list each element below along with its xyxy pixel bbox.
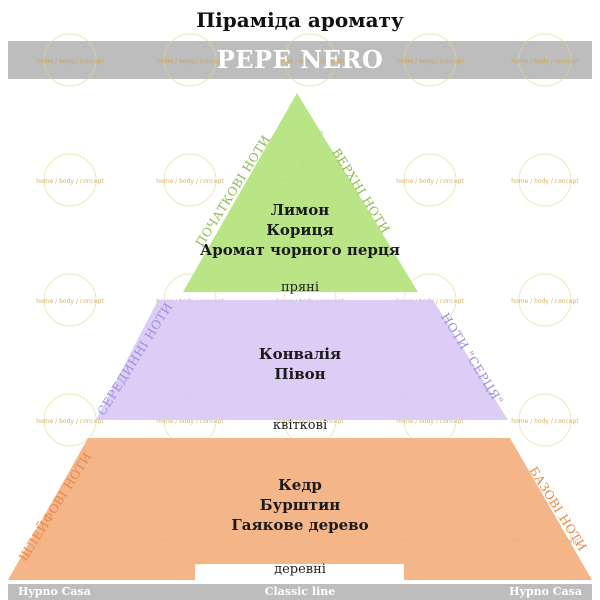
note-item: Лимон [270, 201, 330, 219]
middle-tier-notes: Конвалія Півон [150, 344, 450, 384]
watermark-stamp: home / body / concept [396, 153, 464, 207]
footer-band [8, 584, 592, 600]
watermark-logo-text: home / body / concept [396, 418, 464, 425]
note-item: Кедр [278, 476, 322, 494]
watermark-logo-text: home / body / concept [511, 58, 579, 65]
watermark-logo-text: home / body / concept [36, 298, 104, 305]
watermark-stamp: home / body / concept [511, 153, 579, 207]
watermark-logo-text: home / body / concept [156, 178, 224, 185]
note-item: Конвалія [258, 345, 342, 363]
watermark-stamp: home / body / concept [511, 273, 579, 327]
watermark-stamp: home / body / concept [511, 33, 579, 87]
watermark-stamp: home / body / concept [511, 393, 579, 447]
note-item: Кориця [266, 221, 334, 239]
watermark-logo-text: home / body / concept [511, 178, 579, 185]
watermark-stamp: home / body / concept [396, 33, 464, 87]
watermark-logo-text: home / body / concept [156, 418, 224, 425]
watermark-logo-text: home / body / concept [36, 418, 104, 425]
watermark-logo-text: home / body / concept [36, 178, 104, 185]
watermark-logo-text: home / body / concept [276, 58, 344, 65]
watermark-logo-text: home / body / concept [396, 178, 464, 185]
watermark-stamp: home / body / concept [36, 153, 104, 207]
top-tier-notes: Лимон Кориця Аромат чорного перця [150, 200, 450, 260]
note-item: Аромат чорного перця [199, 241, 401, 259]
footer-right-label: Hypno Casa [509, 585, 582, 598]
watermark-stamp: home / body / concept [276, 33, 344, 87]
page-title: Піраміда аромату [196, 8, 404, 32]
note-item: Півон [274, 365, 326, 383]
watermark-logo-text: home / body / concept [156, 58, 224, 65]
watermark-stamp: home / body / concept [36, 273, 104, 327]
note-item: Бурштин [259, 496, 341, 514]
watermark-logo-text: home / body / concept [36, 58, 104, 65]
watermark-logo-text: home / body / concept [276, 418, 344, 425]
pyramid-base-tier [8, 438, 592, 580]
brand-band [8, 41, 592, 79]
pyramid-middle-tier [96, 300, 508, 420]
top-tier-family: пряні [280, 280, 319, 295]
watermark-logo-text: home / body / concept [511, 298, 579, 305]
base-tier-notes: Кедр Бурштин Гаякове дерево [150, 475, 450, 535]
footer-center-label: Classic line [264, 585, 336, 598]
watermark-stamp: home / body / concept [156, 33, 224, 87]
note-item: Гаякове дерево [231, 516, 369, 534]
watermark-stamp: home / body / concept [156, 153, 224, 207]
watermark-logo-text: home / body / concept [396, 58, 464, 65]
watermark-stamp: home / body / concept [36, 33, 104, 87]
brand-name: PEPE NERO [216, 45, 384, 74]
watermark-logo-text: home / body / concept [511, 418, 579, 425]
middle-tier-family: квіткові [272, 418, 328, 433]
pyramid-top-tier [183, 93, 418, 292]
base-tier-family: деревні [274, 562, 326, 577]
footer-left-label: Hypno Casa [18, 585, 91, 598]
